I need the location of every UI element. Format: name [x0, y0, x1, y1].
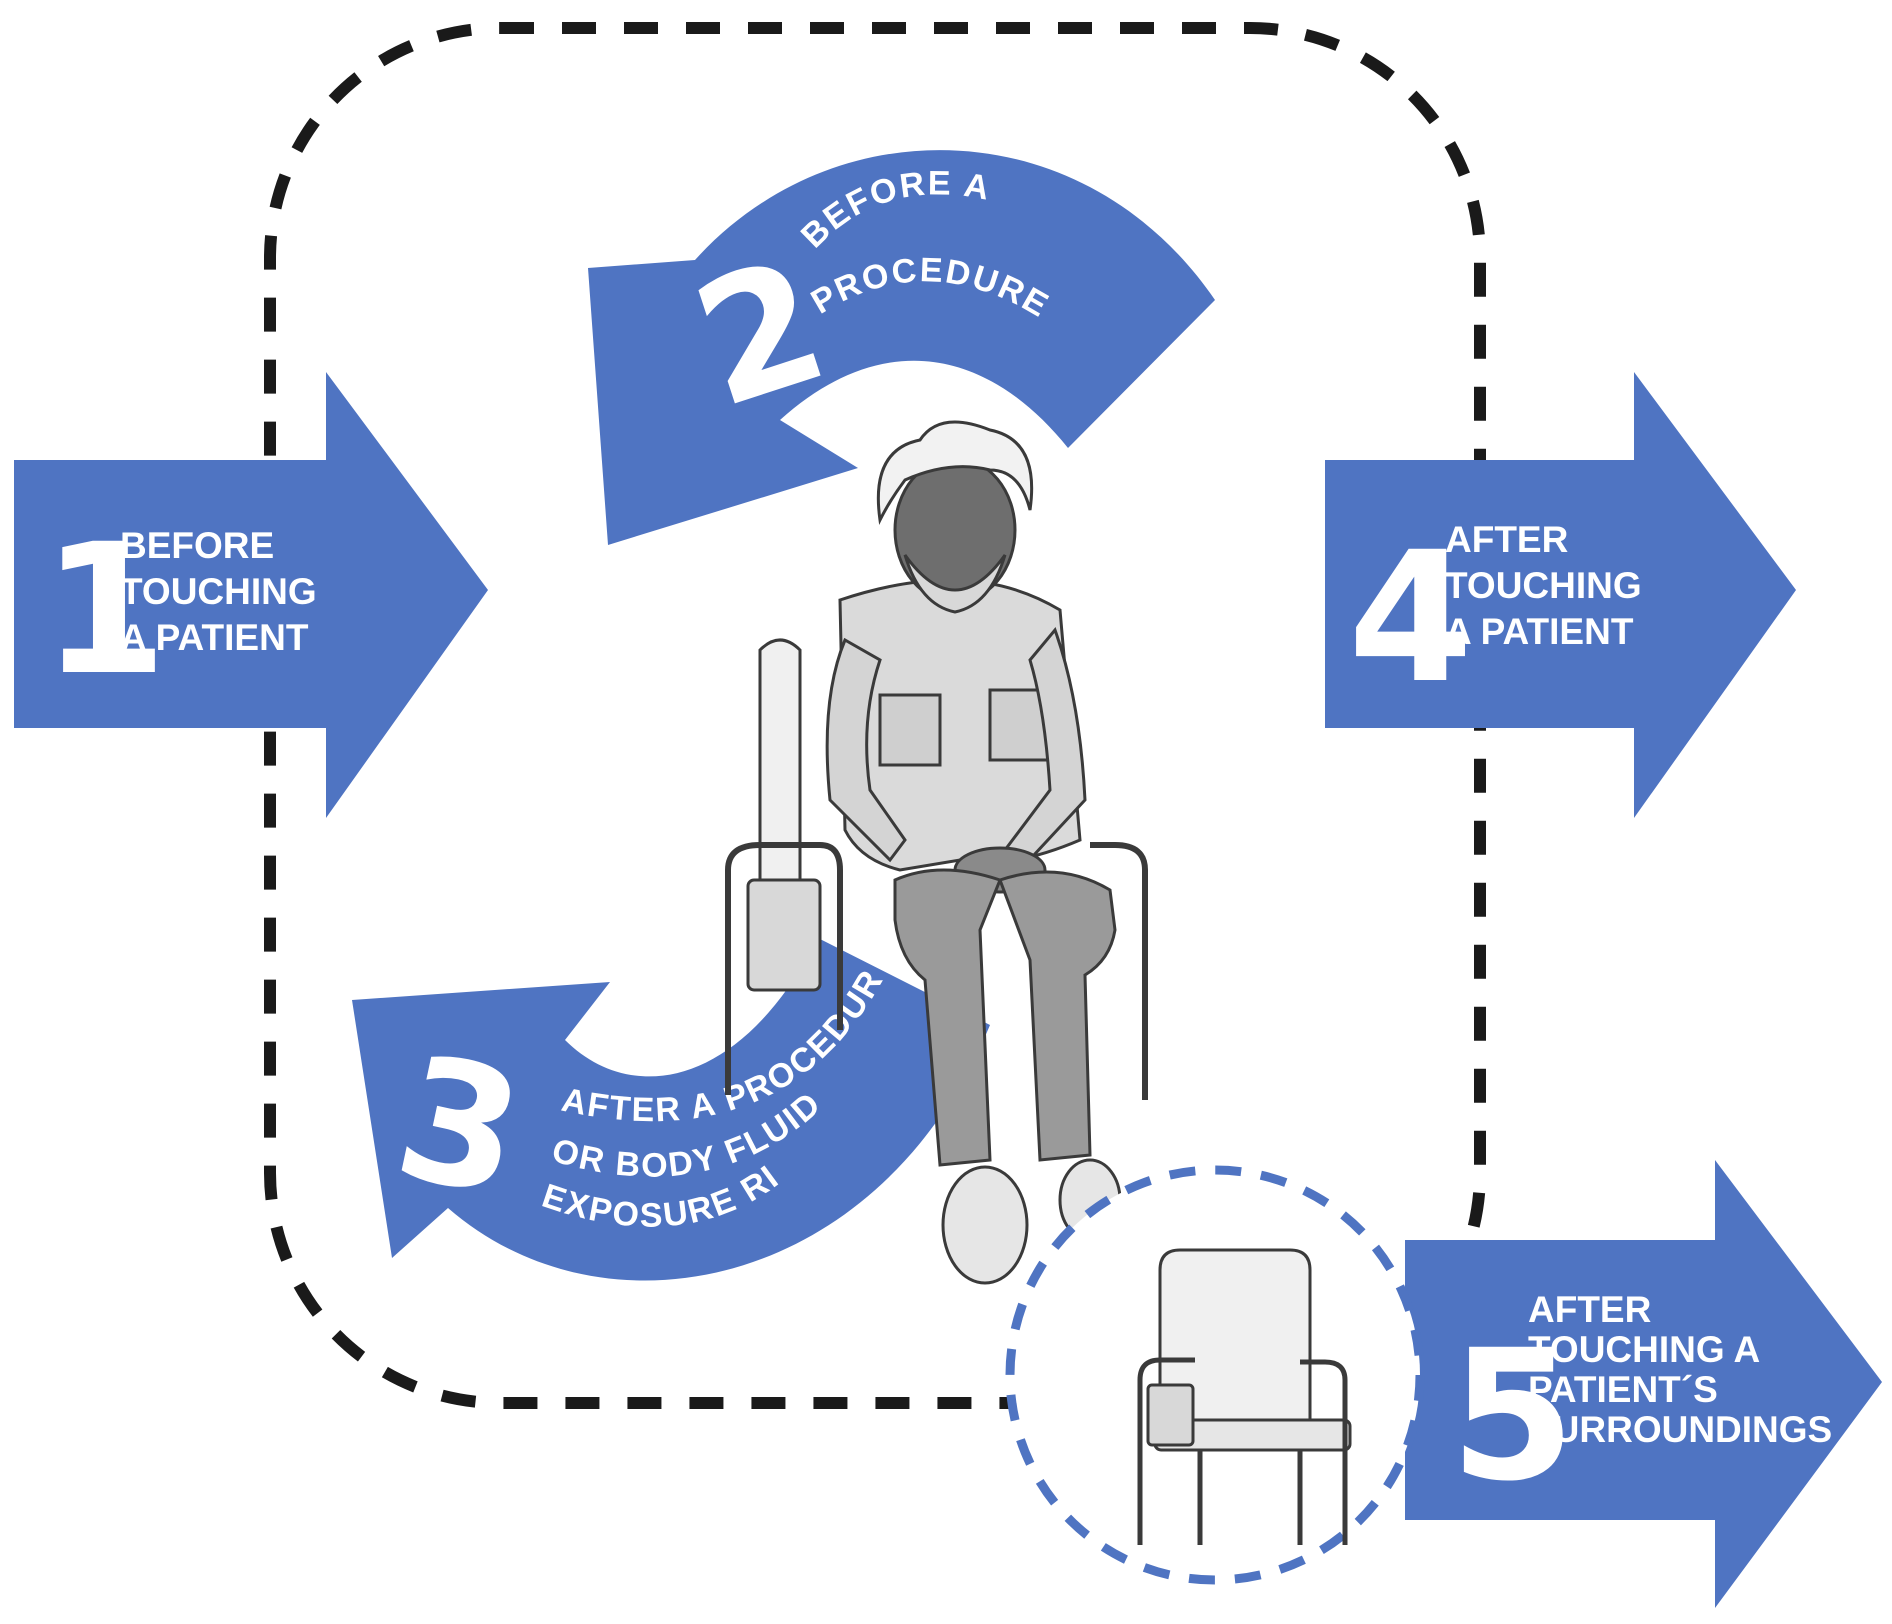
moment-5-label-line-4: SURROUNDINGS	[1528, 1409, 1832, 1450]
moment-1-label-line-3: A PATIENT	[120, 617, 309, 658]
moment-4-arrow: 4 AFTER TOUCHING A PATIENT	[1325, 372, 1796, 818]
moment-5-number: 5	[1450, 1312, 1575, 1521]
moment-4-label-line-2: TOUCHING	[1445, 565, 1642, 606]
moment-5-label-line-2: TOUCHING A	[1528, 1329, 1760, 1370]
moment-5-arrow: 5 AFTER TOUCHING A PATIENT´S SURROUNDING…	[1405, 1160, 1882, 1608]
moment-4-number: 4	[1348, 514, 1473, 723]
moment-4-arrow-shape	[1325, 372, 1796, 818]
moment-5-label-line-1: AFTER	[1528, 1289, 1651, 1330]
empty-chair-illustration	[1137, 1248, 1352, 1545]
moment-1-arrow-shape	[14, 372, 488, 818]
moment-1-arrow: 1 BEFORE TOUCHING A PATIENT	[14, 372, 488, 818]
moment-5-arrow-shape	[1405, 1160, 1882, 1608]
moment-3-arrow-shape	[352, 938, 990, 1281]
moment-5-label-line-3: PATIENT´S	[1528, 1369, 1718, 1410]
moment-2-arrow: 2 BEFORE A PROCEDURE	[588, 150, 1215, 546]
moment-4-label-line-3: A PATIENT	[1445, 611, 1634, 652]
moment-4-label-line-1: AFTER	[1445, 519, 1568, 560]
moment-1-label-line-1: BEFORE	[120, 525, 274, 566]
moment-1-number: 1	[42, 506, 167, 715]
moment-2-arrow-shape	[588, 150, 1215, 546]
moment-1-label-line-2: TOUCHING	[120, 571, 317, 612]
seated-patient-illustration	[725, 420, 1148, 1285]
